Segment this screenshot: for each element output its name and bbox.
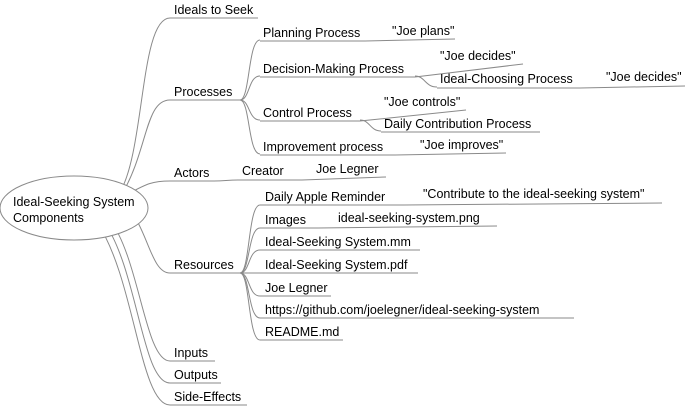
node-outputs-label: Outputs — [174, 368, 218, 382]
node-ideals-to-seek-label: Ideals to Seek — [174, 3, 254, 17]
node-readme[interactable]: README.md — [260, 325, 343, 341]
node-outputs[interactable]: Outputs — [170, 368, 221, 384]
node-joe-legner-creator[interactable]: Joe Legner — [301, 162, 387, 181]
node-improvement-process[interactable]: Improvement process — [260, 140, 395, 156]
node-actors[interactable]: Actors — [170, 166, 214, 182]
note-joe-decides-2-label: "Joe decides" — [606, 70, 682, 84]
node-side-effects[interactable]: Side-Effects — [170, 390, 247, 406]
node-images[interactable]: Images — [260, 213, 318, 229]
node-readme-label: README.md — [265, 325, 339, 339]
node-planning-process[interactable]: Planning Process — [260, 26, 365, 42]
note-joe-controls-label: "Joe controls" — [384, 95, 460, 109]
note-joe-improves[interactable]: "Joe improves" — [394, 138, 507, 156]
node-actors-label: Actors — [174, 166, 209, 180]
node-joe-legner-resource[interactable]: Joe Legner — [260, 281, 331, 297]
node-processes[interactable]: Processes — [170, 85, 240, 101]
root-ellipse — [0, 175, 149, 241]
note-contribute-label: "Contribute to the ideal-seeking system" — [423, 187, 644, 201]
root-title-line1: Ideal-Seeking System — [13, 195, 135, 209]
node-pdf-file-label: Ideal-Seeking System.pdf — [265, 258, 408, 272]
node-daily-apple-reminder-label: Daily Apple Reminder — [265, 190, 385, 204]
node-image-file[interactable]: ideal-seeking-system.png — [317, 211, 498, 229]
node-inputs-label: Inputs — [174, 346, 208, 360]
note-joe-decides-1[interactable]: "Joe decides" — [414, 49, 524, 78]
node-resources-label: Resources — [174, 258, 234, 272]
node-github-url[interactable]: https://github.com/joelegner/ideal-seeki… — [260, 303, 574, 319]
node-image-file-label: ideal-seeking-system.png — [338, 211, 480, 225]
node-inputs[interactable]: Inputs — [170, 346, 215, 362]
node-github-url-label: https://github.com/joelegner/ideal-seeki… — [265, 303, 539, 317]
note-joe-decides-2[interactable]: "Joe decides" — [579, 70, 686, 89]
node-side-effects-label: Side-Effects — [174, 390, 241, 404]
node-ideal-choosing-process[interactable]: Ideal-Choosing Process — [437, 72, 580, 89]
node-ideals-to-seek[interactable]: Ideals to Seek — [170, 3, 258, 19]
node-decision-making-process[interactable]: Decision-Making Process — [260, 62, 415, 78]
node-control-process-label: Control Process — [263, 106, 352, 120]
node-processes-label: Processes — [174, 85, 232, 99]
root-title-line2: Components — [13, 211, 84, 225]
node-creator[interactable]: Creator — [238, 164, 302, 181]
node-ideal-choosing-process-label: Ideal-Choosing Process — [440, 72, 573, 86]
node-mm-file[interactable]: Ideal-Seeking System.mm — [260, 235, 420, 251]
node-mm-file-label: Ideal-Seeking System.mm — [265, 235, 411, 249]
note-joe-controls[interactable]: "Joe controls" — [359, 95, 467, 122]
note-joe-plans[interactable]: "Joe plans" — [364, 24, 456, 42]
note-joe-plans-label: "Joe plans" — [392, 24, 454, 38]
node-planning-process-label: Planning Process — [263, 26, 360, 40]
node-pdf-file[interactable]: Ideal-Seeking System.pdf — [260, 258, 418, 274]
node-creator-label: Creator — [242, 164, 284, 178]
node-images-label: Images — [265, 213, 306, 227]
node-daily-apple-reminder[interactable]: Daily Apple Reminder — [260, 190, 404, 206]
node-joe-legner-creator-label: Joe Legner — [316, 162, 379, 176]
note-contribute[interactable]: "Contribute to the ideal-seeking system" — [403, 187, 663, 206]
node-control-process[interactable]: Control Process — [260, 106, 360, 122]
note-joe-improves-label: "Joe improves" — [420, 138, 503, 152]
root-node[interactable]: Ideal-Seeking System Components — [0, 175, 149, 241]
node-resources[interactable]: Resources — [170, 258, 240, 274]
node-daily-contribution-process[interactable]: Daily Contribution Process — [381, 117, 540, 133]
node-decision-making-process-label: Decision-Making Process — [263, 62, 404, 76]
node-joe-legner-resource-label: Joe Legner — [265, 281, 328, 295]
note-joe-decides-1-label: "Joe decides" — [440, 49, 516, 63]
node-improvement-process-label: Improvement process — [263, 140, 383, 154]
node-daily-contribution-process-label: Daily Contribution Process — [384, 117, 531, 131]
